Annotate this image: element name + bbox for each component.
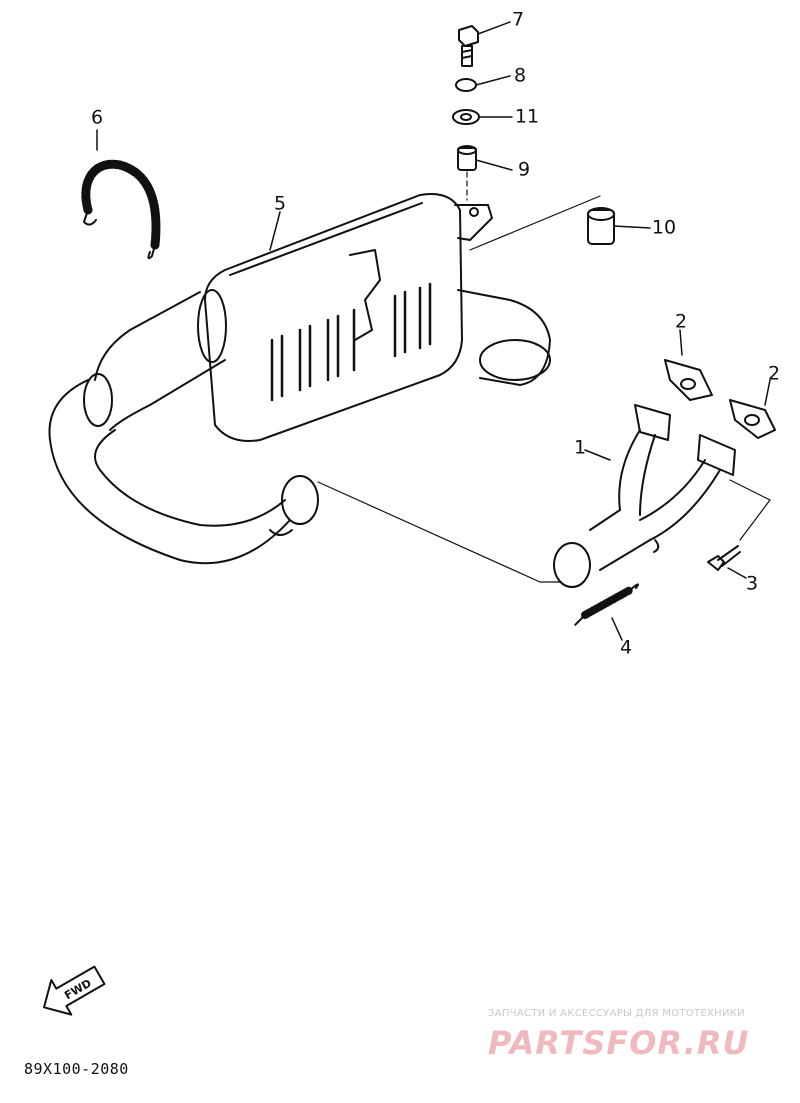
label-part-9: 9 [517, 158, 531, 181]
diagram-code: 89X100-2080 [24, 1060, 129, 1078]
label-part-6: 6 [90, 106, 104, 129]
washer-part-8 [455, 78, 477, 92]
damper-part-10 [587, 207, 615, 245]
label-part-8: 8 [513, 64, 527, 87]
inlet-pipe [48, 379, 319, 565]
label-part-1: 1 [573, 436, 587, 459]
label-part-2b: 2 [767, 362, 781, 385]
spring-part-4 [574, 583, 639, 626]
watermark-logo: PARTSFOR.RU [488, 1024, 750, 1062]
front-pipe-part-1 [553, 404, 736, 588]
washer-part-11 [452, 109, 480, 125]
label-part-11: 11 [514, 105, 540, 128]
bolt-part-3 [707, 545, 741, 571]
label-part-3: 3 [745, 572, 759, 595]
label-part-5: 5 [273, 192, 287, 215]
gasket-part-2b [729, 399, 776, 439]
label-part-10: 10 [651, 216, 677, 239]
collar-part-9 [457, 145, 477, 171]
gasket-part-2a [664, 359, 713, 401]
label-part-4: 4 [619, 636, 633, 659]
bolt-part-7 [458, 25, 479, 67]
muffler-part-5 [83, 193, 551, 442]
fwd-arrow-icon: FWD [43, 965, 106, 1016]
spring-part-6 [81, 159, 161, 260]
label-part-2a: 2 [674, 310, 688, 333]
label-part-7: 7 [511, 8, 525, 31]
watermark-subtitle: ЗАПЧАСТИ И АКСЕССУАРЫ ДЛЯ МОТОТЕХНИКИ [488, 1008, 745, 1019]
